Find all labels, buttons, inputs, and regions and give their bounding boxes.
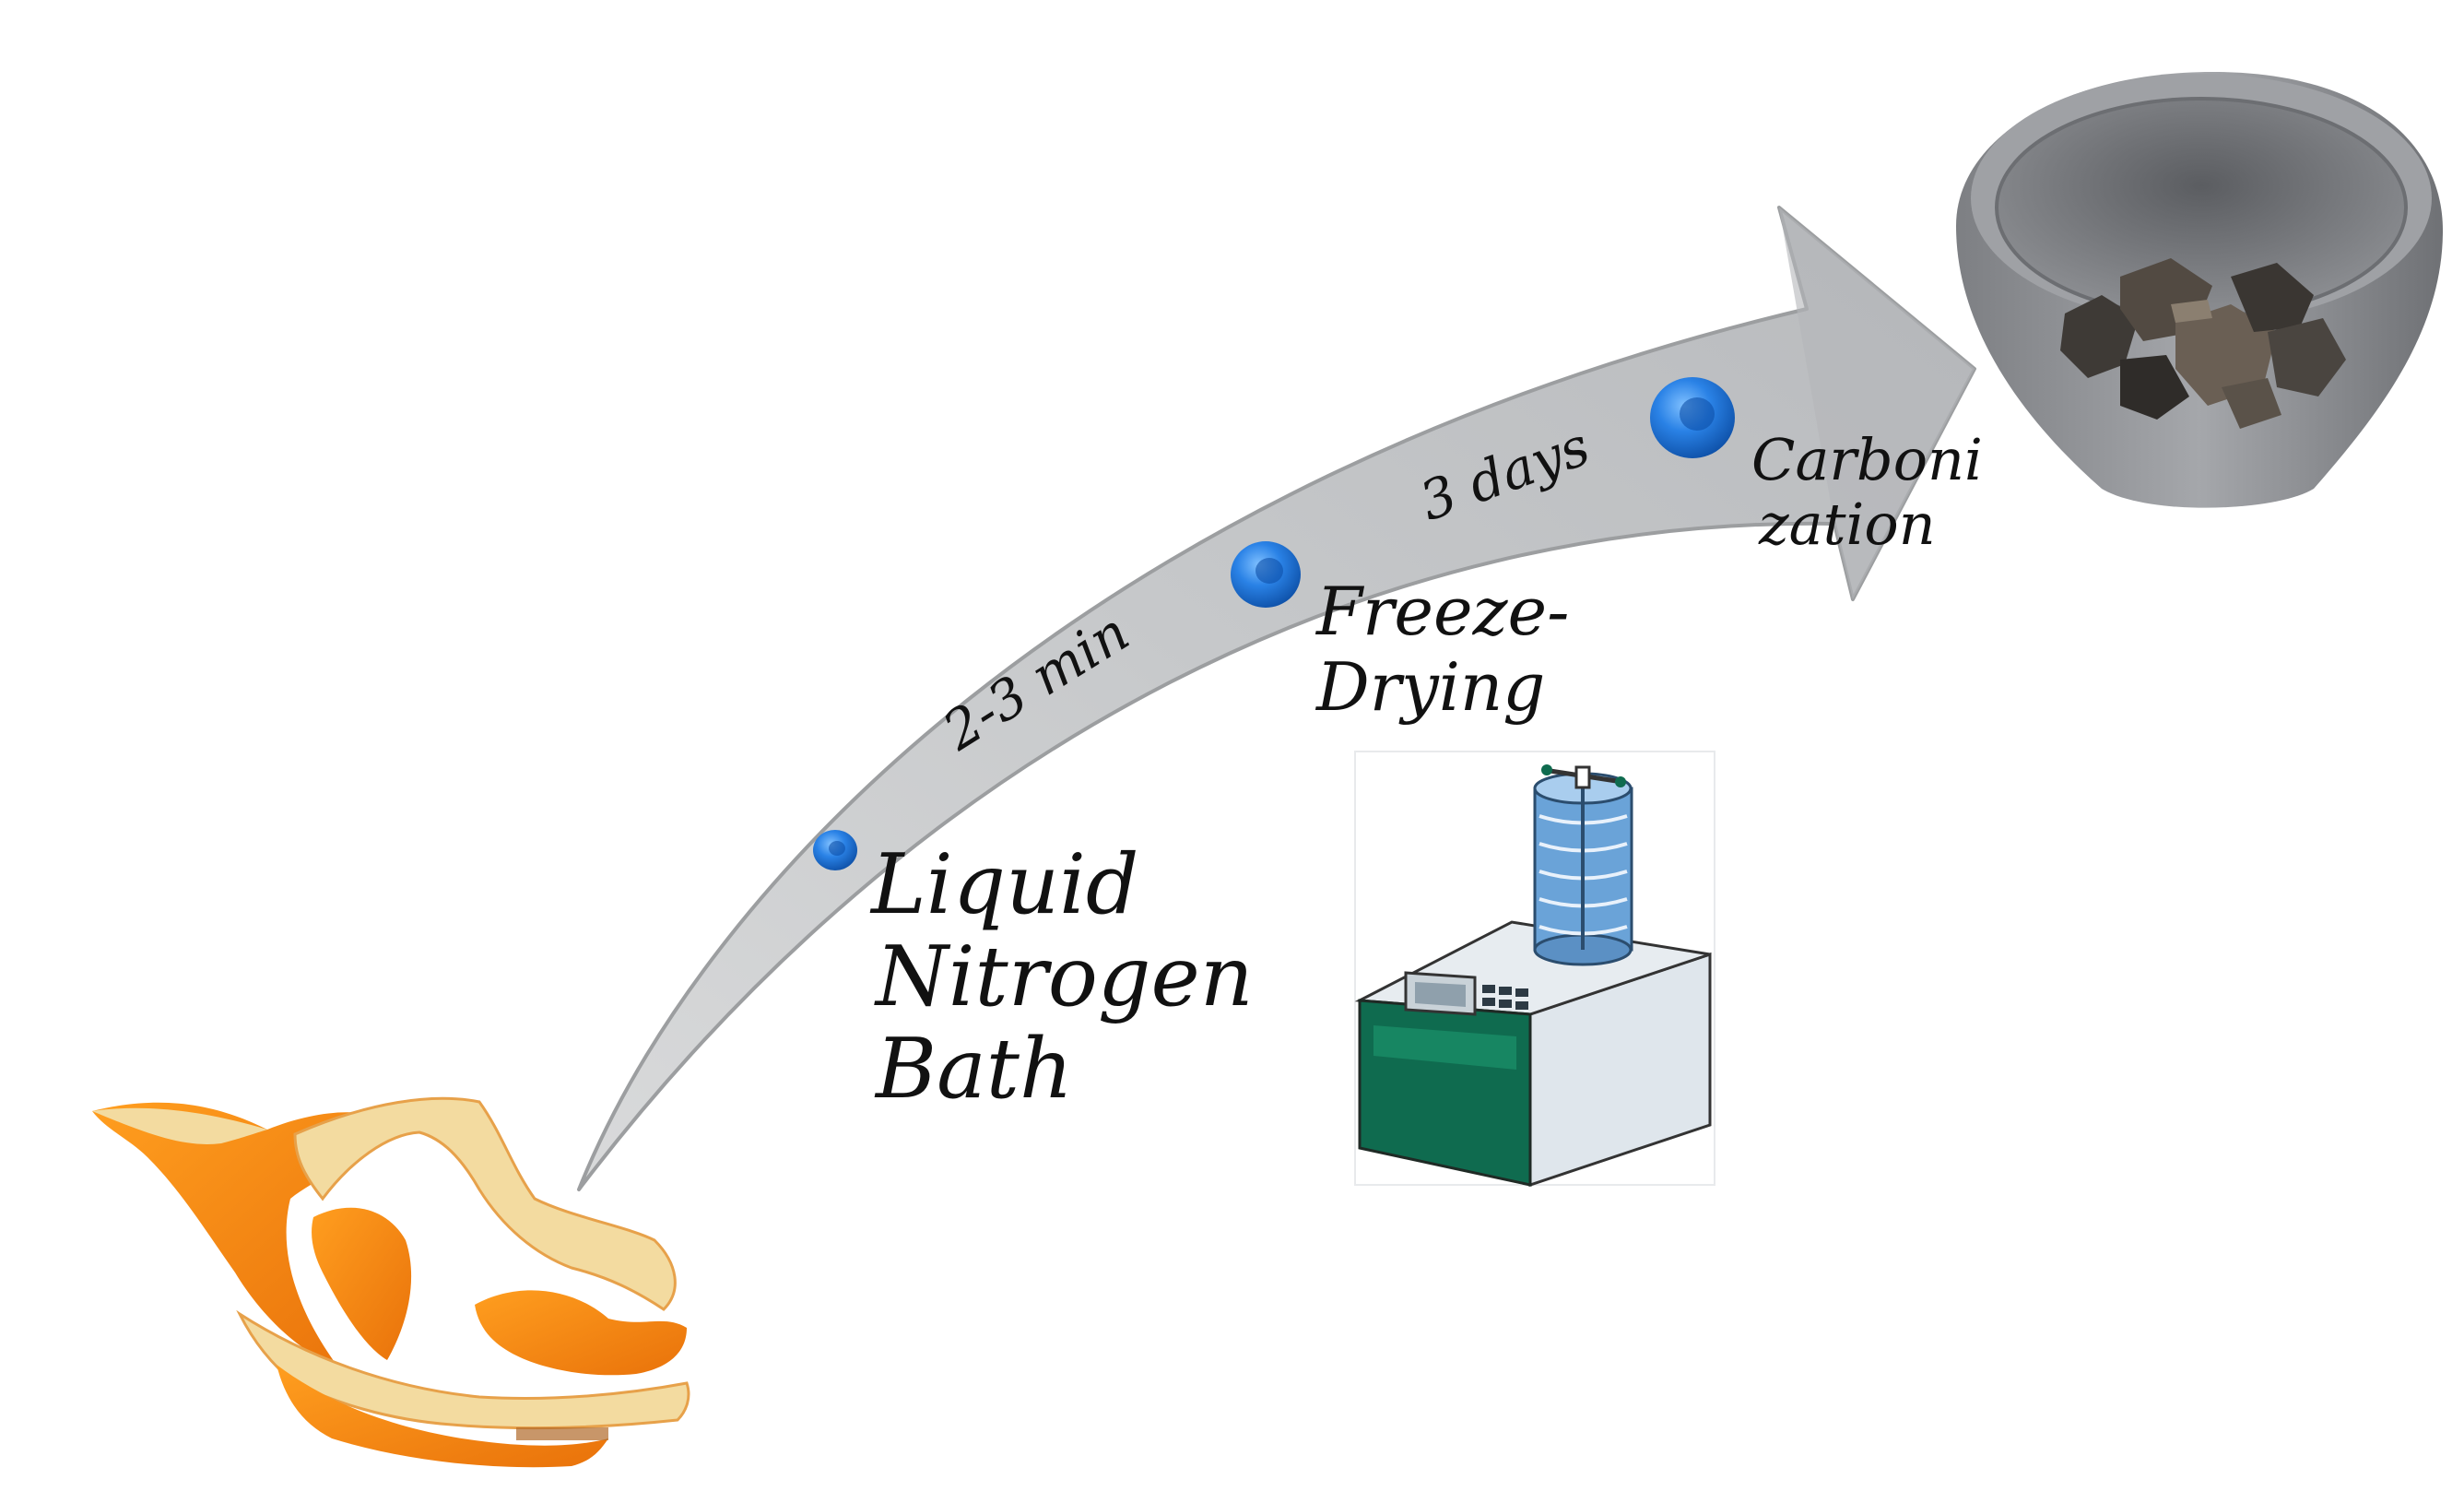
process-arrow <box>577 206 1976 1191</box>
label-freeze-line1: Freeze- <box>1315 573 1569 650</box>
orange-peel-icon <box>92 1096 690 1468</box>
step-marker-1 <box>813 830 857 870</box>
step-marker-3 <box>1650 377 1735 458</box>
label-freeze-drying: Freeze- Drying <box>1315 573 1569 726</box>
label-carbon-line1: Carboni <box>1751 426 1983 493</box>
label-liquid-line3: Bath <box>874 1021 1073 1118</box>
label-freeze-line2: Drying <box>1315 648 1545 726</box>
freeze-dryer-icon <box>1354 751 1715 1188</box>
label-liquid-nitrogen-bath: Liquid Nitrogen Bath <box>869 836 1254 1118</box>
step-marker-2 <box>1231 541 1301 608</box>
label-liquid-line1: Liquid <box>869 836 1139 933</box>
arrow-shade <box>1779 207 1975 599</box>
crucible-icon <box>1956 72 2443 508</box>
label-carbon-line2: zation <box>1758 491 1936 558</box>
label-carbonization: Carboni zation <box>1751 426 1983 558</box>
label-liquid-line2: Nitrogen <box>874 929 1254 1025</box>
carbon-flakes <box>2060 258 2346 429</box>
